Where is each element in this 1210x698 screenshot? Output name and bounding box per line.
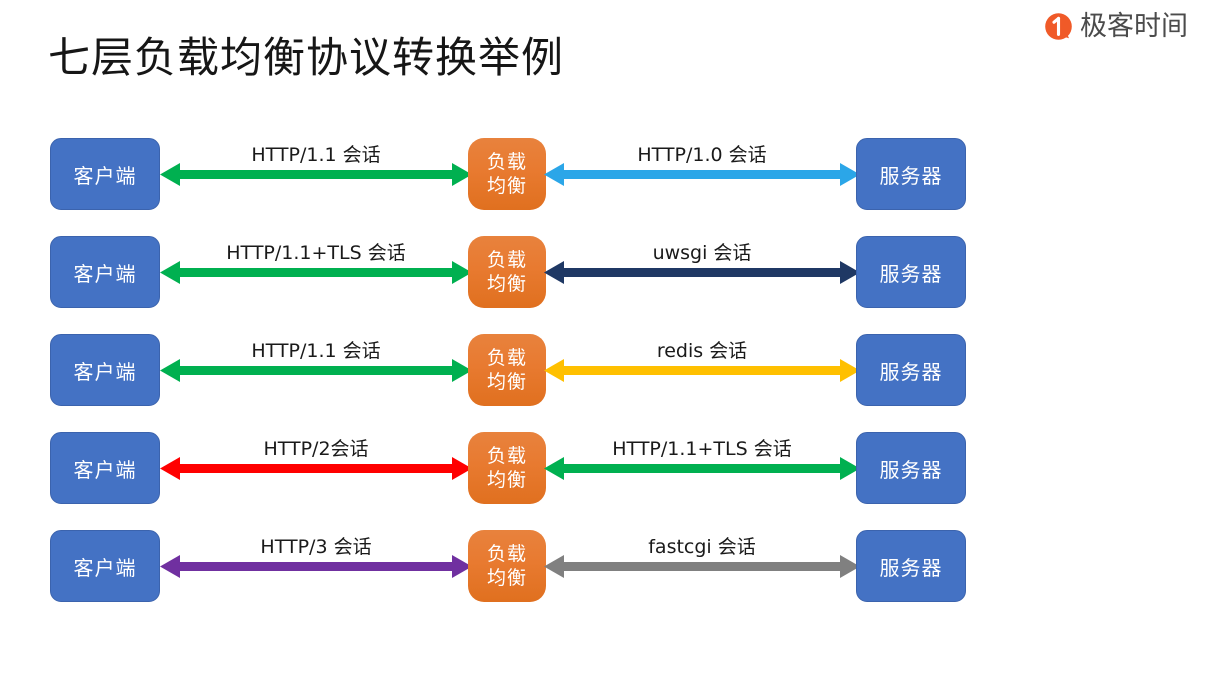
node-load-balancer: 负载 均衡	[468, 432, 546, 504]
node-server: 服务器	[856, 432, 966, 504]
link-label-right: HTTP/1.1+TLS 会话	[612, 438, 792, 460]
page-title: 七层负载均衡协议转换举例	[48, 33, 565, 82]
node-server-label: 服务器	[879, 163, 943, 188]
node-client: 客户端	[50, 432, 160, 504]
bidirectional-arrow-icon	[544, 163, 860, 186]
diagram-row: 客户端 HTTP/1.1+TLS 会话 负载 均衡 uwsgi 会话	[0, 236, 1210, 308]
diagram-row: 客户端 HTTP/1.1 会话 负载 均衡 redis 会话	[0, 334, 1210, 406]
node-client: 客户端	[50, 530, 160, 602]
node-server-label: 服务器	[879, 457, 943, 482]
link-lb-to-server: fastcgi 会话	[544, 530, 860, 602]
node-load-balancer-label: 负载 均衡	[486, 543, 527, 589]
bidirectional-arrow-icon	[544, 457, 860, 480]
bidirectional-arrow-icon	[160, 261, 472, 284]
link-client-to-lb: HTTP/1.1+TLS 会话	[160, 236, 472, 308]
link-label-right: uwsgi 会话	[652, 242, 752, 264]
bidirectional-arrow-icon	[544, 261, 860, 284]
node-client-label: 客户端	[73, 261, 137, 286]
bidirectional-arrow-icon	[544, 359, 860, 382]
node-load-balancer: 负载 均衡	[468, 138, 546, 210]
node-client: 客户端	[50, 334, 160, 406]
link-label-left: HTTP/1.1+TLS 会话	[226, 242, 406, 264]
link-client-to-lb: HTTP/2会话	[160, 432, 472, 504]
link-lb-to-server: uwsgi 会话	[544, 236, 860, 308]
link-label-right: redis 会话	[656, 340, 748, 362]
link-lb-to-server: HTTP/1.1+TLS 会话	[544, 432, 860, 504]
node-client-label: 客户端	[73, 555, 137, 580]
link-label-left: HTTP/3 会话	[260, 536, 372, 558]
link-label-left: HTTP/1.1 会话	[251, 340, 381, 362]
node-server-label: 服务器	[879, 359, 943, 384]
node-load-balancer-label: 负载 均衡	[486, 151, 527, 197]
link-lb-to-server: redis 会话	[544, 334, 860, 406]
brand-name: 极客时间	[1080, 10, 1188, 42]
brand-logo: 极客时间	[1044, 6, 1188, 46]
node-server: 服务器	[856, 530, 966, 602]
link-label-right: fastcgi 会话	[648, 536, 756, 558]
bidirectional-arrow-icon	[160, 457, 472, 480]
link-client-to-lb: HTTP/3 会话	[160, 530, 472, 602]
node-client-label: 客户端	[73, 457, 137, 482]
node-server-label: 服务器	[879, 261, 943, 286]
node-load-balancer: 负载 均衡	[468, 334, 546, 406]
link-label-left: HTTP/2会话	[263, 438, 369, 460]
node-load-balancer-label: 负载 均衡	[486, 445, 527, 491]
node-server: 服务器	[856, 334, 966, 406]
node-load-balancer-label: 负载 均衡	[486, 249, 527, 295]
geektime-circle-logo-icon	[1044, 12, 1073, 41]
node-server: 服务器	[856, 236, 966, 308]
diagram-row: 客户端 HTTP/1.1 会话 负载 均衡 HTTP/1.0 会话	[0, 138, 1210, 210]
node-load-balancer: 负载 均衡	[468, 236, 546, 308]
link-label-left: HTTP/1.1 会话	[251, 144, 381, 166]
node-load-balancer: 负载 均衡	[468, 530, 546, 602]
link-client-to-lb: HTTP/1.1 会话	[160, 138, 472, 210]
bidirectional-arrow-icon	[160, 359, 472, 382]
node-client-label: 客户端	[73, 359, 137, 384]
bidirectional-arrow-icon	[160, 555, 472, 578]
link-lb-to-server: HTTP/1.0 会话	[544, 138, 860, 210]
node-client-label: 客户端	[73, 163, 137, 188]
link-client-to-lb: HTTP/1.1 会话	[160, 334, 472, 406]
link-label-right: HTTP/1.0 会话	[637, 144, 767, 166]
diagram-row: 客户端 HTTP/2会话 负载 均衡 HTTP/1.1+TLS 会话	[0, 432, 1210, 504]
bidirectional-arrow-icon	[544, 555, 860, 578]
node-client: 客户端	[50, 138, 160, 210]
node-load-balancer-label: 负载 均衡	[486, 347, 527, 393]
bidirectional-arrow-icon	[160, 163, 472, 186]
diagram-row: 客户端 HTTP/3 会话 负载 均衡 fastcgi 会话	[0, 530, 1210, 602]
node-server-label: 服务器	[879, 555, 943, 580]
node-client: 客户端	[50, 236, 160, 308]
node-server: 服务器	[856, 138, 966, 210]
